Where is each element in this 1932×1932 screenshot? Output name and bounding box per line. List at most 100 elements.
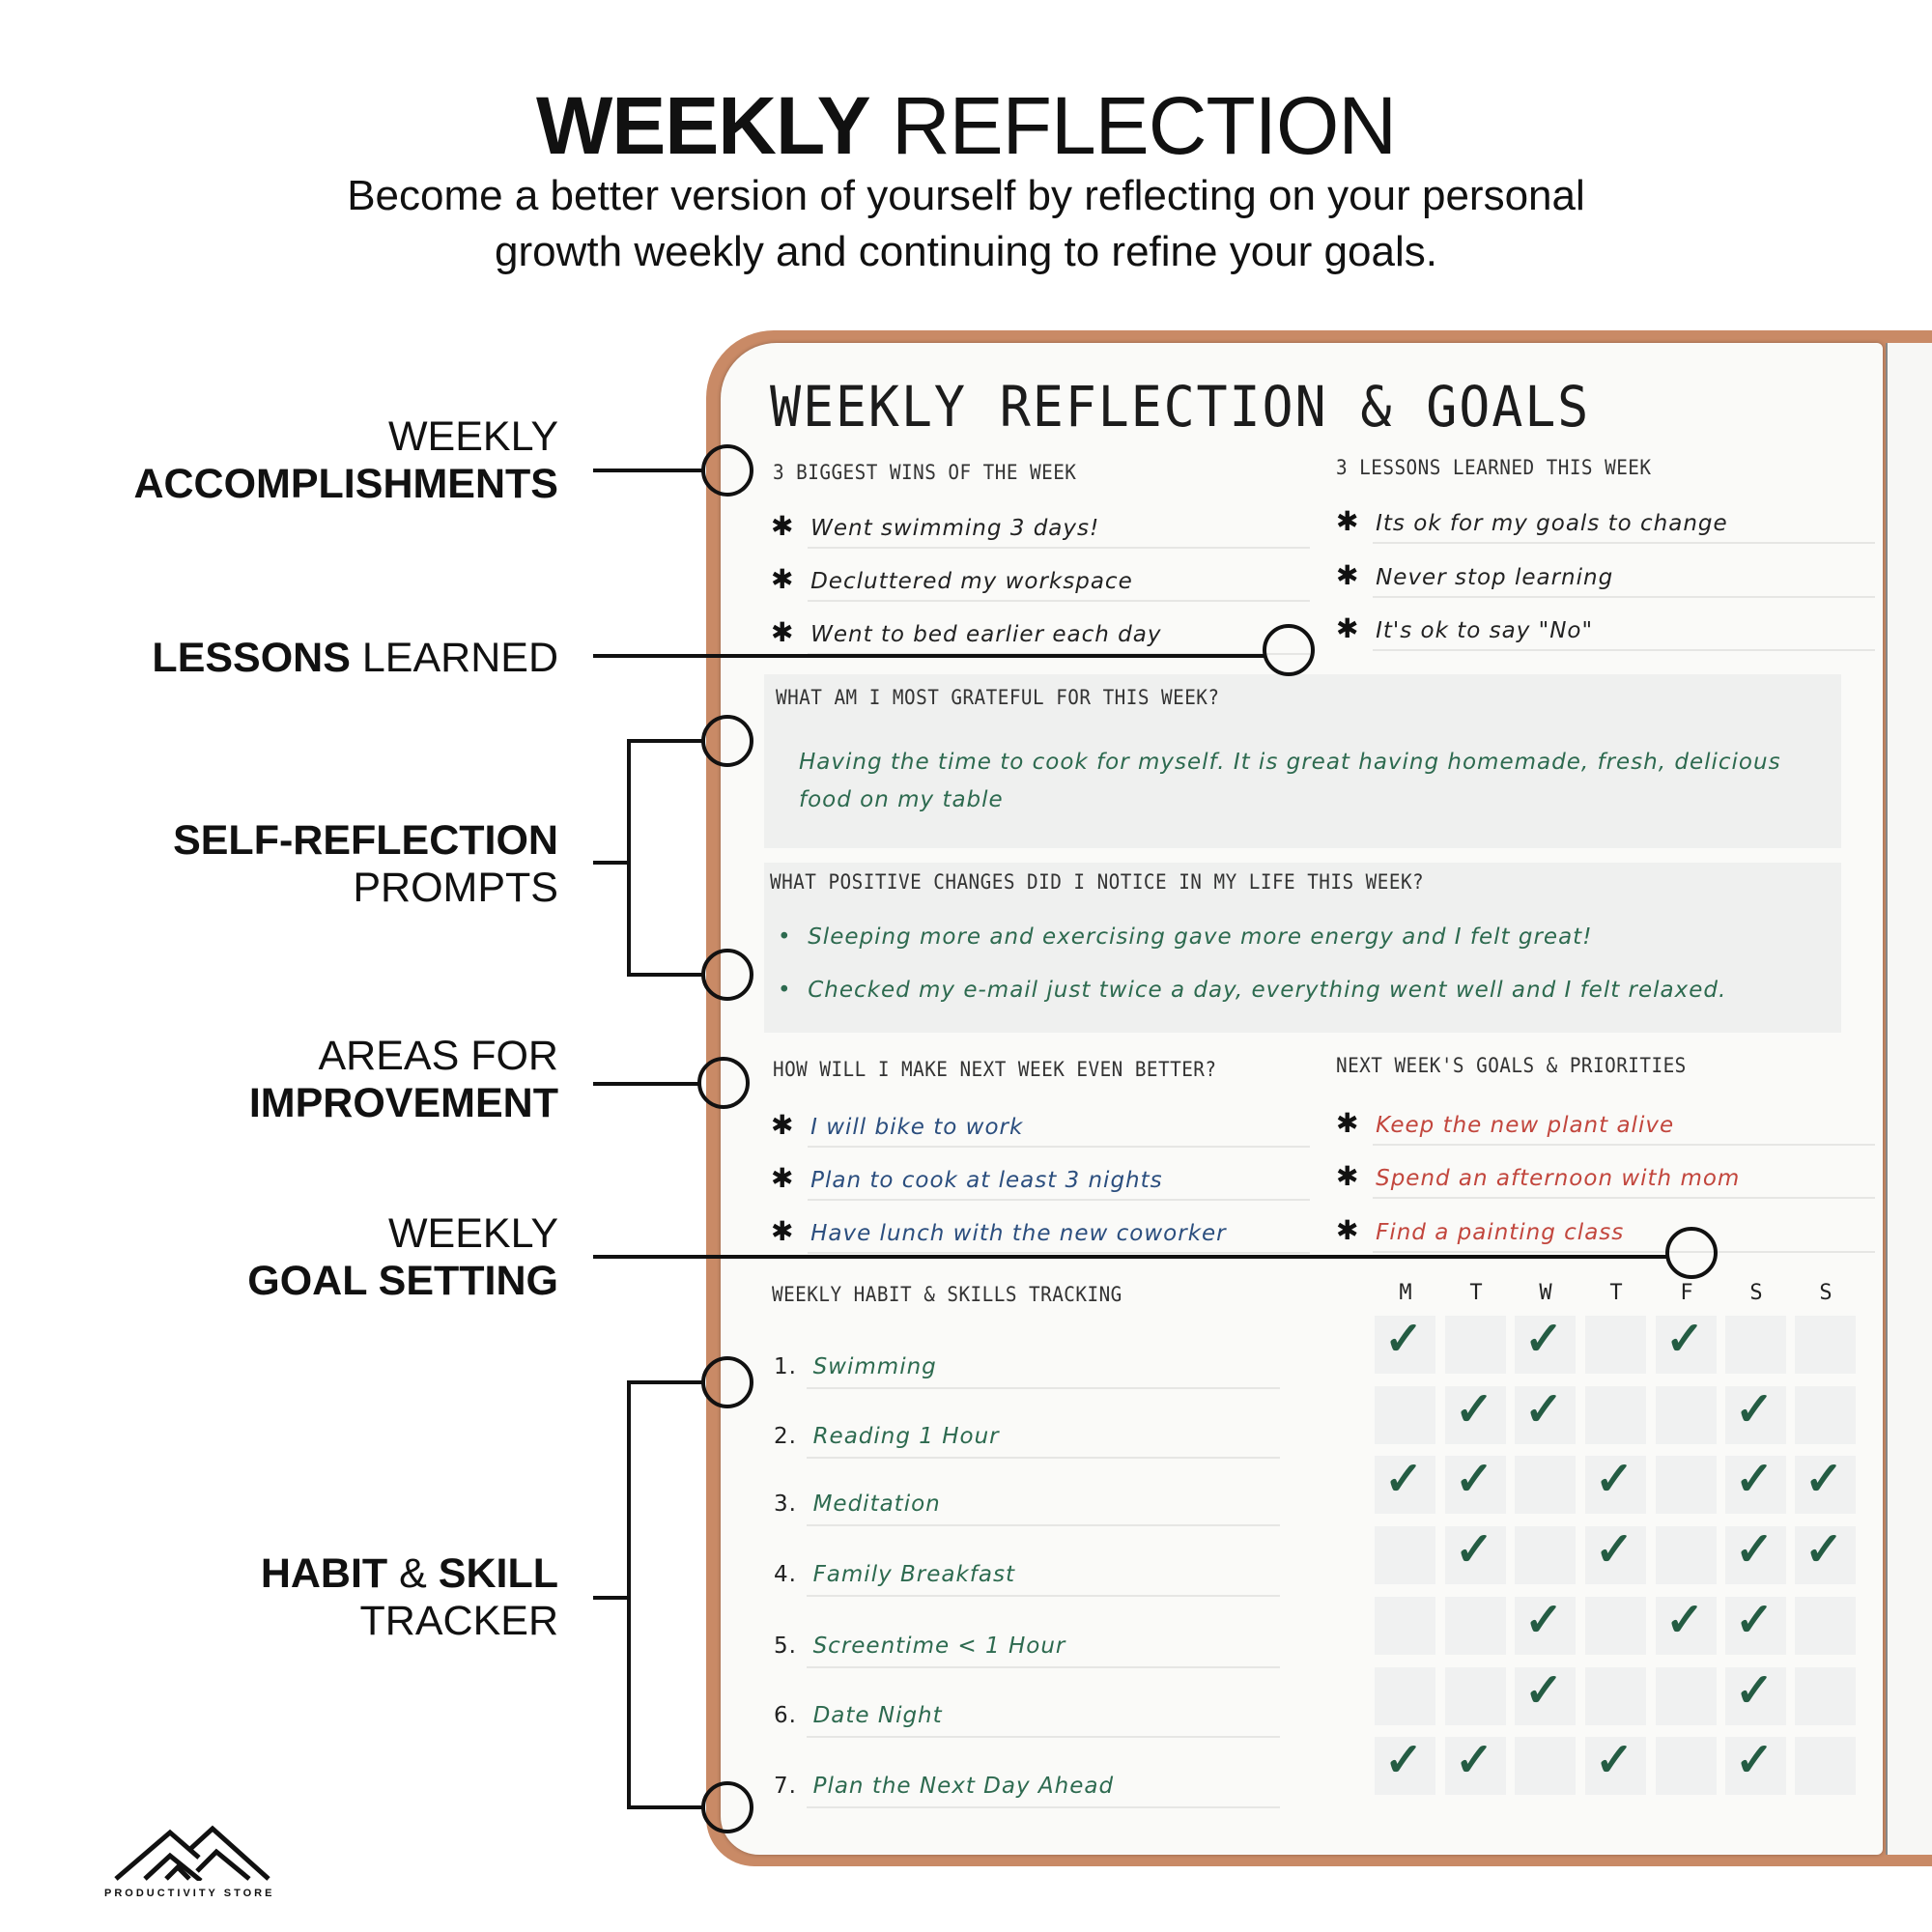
checkmark-icon: ✓ xyxy=(1384,1454,1424,1506)
habit-check-cell[interactable] xyxy=(1585,1596,1646,1655)
habits-heading: WEEKLY HABIT & SKILLS TRACKING xyxy=(772,1283,1122,1306)
subtitle-line-1: Become a better version of yourself by r… xyxy=(347,172,1585,219)
habit-check-cell[interactable] xyxy=(1795,1316,1856,1374)
checkmark-icon: ✓ xyxy=(1735,1454,1775,1506)
grateful-box xyxy=(764,674,1841,848)
heading-bold: WEEKLY xyxy=(535,80,871,171)
writing-line xyxy=(1373,1197,1875,1199)
writing-line xyxy=(807,1736,1280,1738)
checkmark-icon: ✓ xyxy=(1735,1664,1775,1717)
asterisk-icon: ✱ xyxy=(1336,1214,1360,1246)
habit-check-cell[interactable]: ✓ xyxy=(1656,1595,1717,1655)
habit-row-label: 2. Reading 1 Hour xyxy=(774,1424,1000,1449)
habit-check-cell[interactable]: ✓ xyxy=(1445,1735,1506,1796)
habit-check-cell[interactable] xyxy=(1795,1666,1856,1725)
productivity-store-logo: PRODUCTIVITY STORE xyxy=(104,1821,288,1899)
habit-check-cell[interactable]: ✓ xyxy=(1375,1454,1435,1515)
better-heading: HOW WILL I MAKE NEXT WEEK EVEN BETTER? xyxy=(773,1058,1217,1081)
habit-check-cell[interactable]: ✓ xyxy=(1515,1665,1576,1725)
asterisk-icon: ✱ xyxy=(771,510,795,542)
writing-line xyxy=(808,547,1310,549)
habit-check-cell[interactable] xyxy=(1375,1526,1435,1585)
habit-check-cell[interactable] xyxy=(1656,1737,1717,1796)
writing-line xyxy=(807,1524,1280,1526)
habit-check-cell[interactable] xyxy=(1656,1385,1717,1444)
lessons-heading: 3 LESSONS LEARNED THIS WEEK xyxy=(1336,456,1652,479)
habit-check-cell[interactable] xyxy=(1515,1456,1576,1515)
goals-item: ✱ Keep the new plant alive xyxy=(1336,1107,1675,1139)
heading-light: REFLECTION xyxy=(891,80,1397,171)
habit-check-cell[interactable] xyxy=(1656,1666,1717,1725)
habit-check-cell[interactable]: ✓ xyxy=(1725,1735,1786,1796)
day-label: M xyxy=(1399,1281,1412,1305)
writing-line xyxy=(807,1387,1280,1389)
marker-circle xyxy=(701,715,753,767)
checkmark-icon: ✓ xyxy=(1455,1454,1494,1506)
checkmark-icon: ✓ xyxy=(1735,1383,1775,1435)
checkmark-icon: ✓ xyxy=(1735,1735,1775,1787)
habit-check-cell[interactable]: ✓ xyxy=(1795,1454,1856,1515)
day-label: F xyxy=(1680,1281,1693,1305)
goals-heading: NEXT WEEK'S GOALS & PRIORITIES xyxy=(1336,1054,1687,1077)
habit-check-cell[interactable] xyxy=(1656,1456,1717,1515)
writing-line xyxy=(808,1199,1310,1201)
habit-row-label: 6. Date Night xyxy=(774,1703,943,1728)
writing-line xyxy=(1373,542,1875,544)
checkmark-icon: ✓ xyxy=(1735,1524,1775,1577)
habit-check-cell[interactable] xyxy=(1445,1316,1506,1374)
habit-check-cell[interactable] xyxy=(1515,1526,1576,1585)
habit-check-cell[interactable] xyxy=(1725,1316,1786,1374)
habit-check-cell[interactable] xyxy=(1445,1666,1506,1725)
habit-check-cell[interactable] xyxy=(1795,1737,1856,1796)
habit-check-cell[interactable]: ✓ xyxy=(1585,1454,1646,1515)
habit-check-cell[interactable]: ✓ xyxy=(1515,1384,1576,1444)
marker-circle xyxy=(701,1781,753,1833)
habit-check-cell[interactable]: ✓ xyxy=(1515,1314,1576,1374)
habit-check-cell[interactable]: ✓ xyxy=(1725,1524,1786,1585)
habit-check-cell[interactable]: ✓ xyxy=(1515,1595,1576,1655)
checkmark-icon: ✓ xyxy=(1665,1314,1705,1365)
habit-check-cell[interactable]: ✓ xyxy=(1725,1595,1786,1655)
habit-check-cell[interactable] xyxy=(1795,1385,1856,1444)
habit-check-cell[interactable]: ✓ xyxy=(1795,1524,1856,1585)
habit-check-cell[interactable]: ✓ xyxy=(1445,1384,1506,1444)
asterisk-icon: ✱ xyxy=(771,616,795,648)
habit-check-cell[interactable] xyxy=(1375,1596,1435,1655)
habit-check-cell[interactable]: ✓ xyxy=(1445,1454,1506,1515)
habit-check-cell[interactable] xyxy=(1445,1596,1506,1655)
habit-check-cell[interactable]: ✓ xyxy=(1725,1665,1786,1725)
habit-check-cell[interactable]: ✓ xyxy=(1725,1454,1786,1515)
habit-check-cell[interactable] xyxy=(1656,1526,1717,1585)
habit-check-cell[interactable] xyxy=(1585,1385,1646,1444)
habit-check-cell[interactable]: ✓ xyxy=(1375,1314,1435,1374)
logo-text: PRODUCTIVITY STORE xyxy=(104,1888,275,1899)
habit-check-cell[interactable] xyxy=(1515,1737,1576,1796)
habit-check-cell[interactable] xyxy=(1585,1666,1646,1725)
habit-check-cell[interactable] xyxy=(1795,1596,1856,1655)
checkmark-icon: ✓ xyxy=(1455,1524,1494,1577)
habit-check-cell[interactable] xyxy=(1375,1666,1435,1725)
grateful-answer-line-1: Having the time to cook for myself. It i… xyxy=(799,750,1781,775)
positive-item: • Checked my e-mail just twice a day, ev… xyxy=(778,978,1727,1003)
habit-check-cell[interactable]: ✓ xyxy=(1656,1314,1717,1374)
habit-check-cell[interactable] xyxy=(1375,1385,1435,1444)
checkmark-icon: ✓ xyxy=(1595,1524,1634,1577)
checkmark-icon: ✓ xyxy=(1524,1314,1564,1365)
lessons-item: ✱ Never stop learning xyxy=(1336,559,1614,591)
lessons-item: ✱ Its ok for my goals to change xyxy=(1336,505,1728,537)
habit-check-cell[interactable]: ✓ xyxy=(1725,1384,1786,1444)
grateful-question: WHAT AM I MOST GRATEFUL FOR THIS WEEK? xyxy=(776,686,1220,709)
checkmark-icon: ✓ xyxy=(1735,1594,1775,1646)
subtitle-line-2: growth weekly and continuing to refine y… xyxy=(495,228,1437,275)
habit-check-cell[interactable]: ✓ xyxy=(1585,1524,1646,1585)
habit-check-cell[interactable]: ✓ xyxy=(1375,1735,1435,1796)
habit-check-cell[interactable]: ✓ xyxy=(1585,1735,1646,1796)
habit-row-label: 3. Meditation xyxy=(774,1492,941,1517)
wins-item: ✱ Decluttered my workspace xyxy=(771,563,1133,595)
habit-check-cell[interactable] xyxy=(1585,1316,1646,1374)
habit-check-cell[interactable]: ✓ xyxy=(1445,1524,1506,1585)
grateful-answer-line-2: food on my table xyxy=(799,787,1004,812)
